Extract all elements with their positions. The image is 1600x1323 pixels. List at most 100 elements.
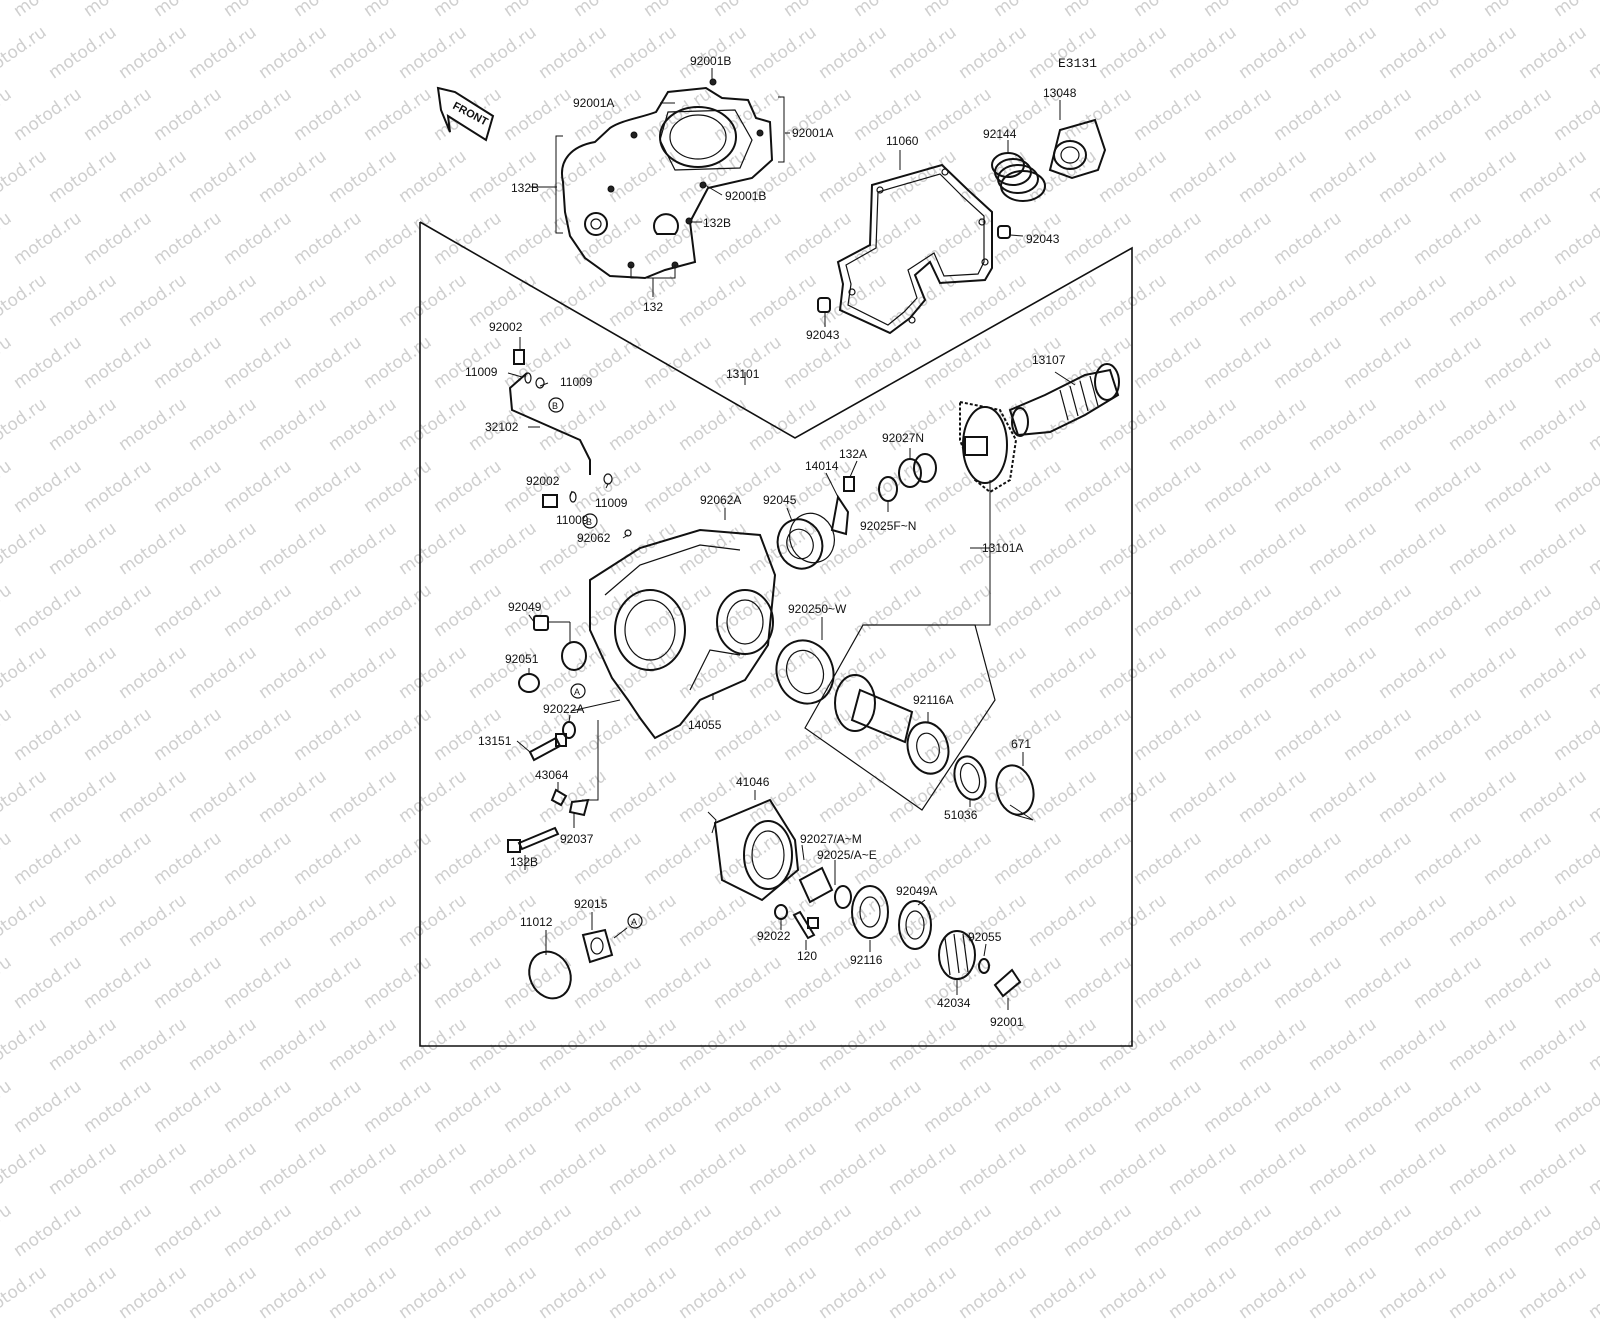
part-label: 51036 — [944, 808, 978, 822]
diagram-code: E3131 — [1058, 56, 1097, 71]
oil-pipe-32102 — [508, 349, 632, 537]
watermark-text: motod.ru — [1305, 1262, 1381, 1323]
circle-marker-b-2: B — [582, 513, 598, 529]
part-label: 11012 — [520, 915, 553, 929]
circle-marker-a-2: A — [627, 913, 643, 929]
leader-lines — [507, 68, 1076, 1010]
watermark-text: motod.ru — [1585, 1262, 1600, 1323]
part-label: 13107 — [1032, 353, 1066, 367]
stopper-14014 — [830, 476, 855, 536]
gear-case-cover — [561, 78, 774, 280]
watermark-text: motod.ru — [1165, 1262, 1241, 1323]
watermark-text: motod.ru — [1095, 1262, 1171, 1323]
part-label: 92049A — [896, 884, 937, 898]
part-label: 92001A — [792, 126, 833, 140]
part-label: 92116A — [913, 693, 953, 707]
part-label: 14055 — [688, 718, 722, 732]
watermark-text: motod.ru — [570, 1200, 646, 1262]
watermark-text: motod.ru — [360, 1200, 436, 1262]
drive-shaft-13107 — [1008, 363, 1120, 437]
part-label: 92022A — [543, 702, 584, 716]
watermark-text: motod.ru — [1375, 1262, 1451, 1323]
bearing-92027n — [898, 453, 937, 488]
watermark-text: motod.ru — [605, 1262, 681, 1323]
spline-42034 — [938, 930, 976, 980]
part-label: 13101 — [726, 367, 760, 381]
bearing-92116 — [851, 885, 889, 939]
bolt-132b — [507, 826, 560, 853]
pinion-gear-assembly — [804, 624, 996, 811]
watermark-text: motod.ru — [1235, 1262, 1311, 1323]
housing-41046 — [713, 798, 800, 902]
watermark-text: motod.ru — [150, 1200, 226, 1262]
o-ring-671 — [995, 764, 1035, 816]
watermark-text: motod.ru — [850, 1200, 926, 1262]
part-label: 92043 — [1026, 232, 1060, 246]
part-label: 92002 — [526, 474, 560, 488]
part-label: 92116 — [850, 953, 883, 967]
watermark-text: motod.ru — [1515, 1262, 1591, 1323]
part-label: 92001 — [990, 1015, 1024, 1029]
part-label: 92062 — [577, 531, 611, 545]
shim-51036 — [953, 755, 987, 801]
cap-11012 — [528, 950, 572, 1000]
part-label: 92037 — [560, 832, 594, 846]
part-label: 92001B — [690, 54, 731, 68]
gear-case-14055 — [589, 528, 777, 740]
part-label: 41046 — [736, 775, 770, 789]
circle-marker-b-1: B — [548, 397, 564, 413]
part-label: 11009 — [595, 496, 628, 510]
ring-gear-13107 — [959, 400, 1018, 494]
part-label: 132A — [839, 447, 867, 461]
watermark-text: motod.ru — [780, 1200, 856, 1262]
spring-92144 — [991, 152, 1046, 202]
watermark-text: motod.ru — [990, 1200, 1066, 1262]
watermark-text: motod.ru — [1025, 1262, 1101, 1323]
part-label: 92001A — [573, 96, 614, 110]
watermark-text: motod.ru — [710, 1200, 786, 1262]
o-ring-92055 — [978, 958, 990, 974]
part-label: 11009 — [560, 375, 593, 389]
part-label: 92027/A~M — [800, 832, 862, 846]
part-label: 11009 — [556, 513, 589, 527]
watermark-text: motod.ru — [500, 1200, 576, 1262]
breather-13151 — [528, 733, 567, 762]
watermark-text: motod.ru — [1480, 1200, 1556, 1262]
shim-gasket-920250 — [775, 639, 835, 705]
part-label: 92043 — [806, 328, 840, 342]
watermark-text: motod.ru — [0, 1262, 51, 1323]
nut-92049 — [533, 615, 549, 631]
watermark-text: motod.ru — [1445, 1262, 1521, 1323]
washer-92022 — [774, 904, 788, 920]
watermark-text: motod.ru — [1550, 1200, 1600, 1262]
front-arrow-sign: FRONT — [436, 86, 495, 142]
watermark-text: motod.ru — [430, 1200, 506, 1262]
watermark-text: motod.ru — [45, 1262, 121, 1323]
watermark-text: motod.ru — [290, 1200, 366, 1262]
part-label: 132B — [511, 181, 539, 195]
part-label: 920250~W — [788, 602, 847, 616]
watermark-text: motod.ru — [1130, 1200, 1206, 1262]
watermark-text: motod.ru — [115, 1262, 191, 1323]
watermark-text: motod.ru — [325, 1262, 401, 1323]
shim-92025f — [878, 476, 898, 502]
watermark-text: motod.ru — [745, 1262, 821, 1323]
part-label: 13048 — [1043, 86, 1077, 100]
watermark-text: motod.ru — [535, 1262, 611, 1323]
part-label: 32102 — [485, 420, 519, 434]
part-labels: 92001B 92001A 92001A 92001B 132B 132B 13… — [465, 54, 1077, 1029]
part-label: 92062A — [700, 493, 741, 507]
watermark-text: motod.ru — [465, 1262, 541, 1323]
watermark-text: motod.ru — [80, 1200, 156, 1262]
watermark-text: motod.ru — [220, 1200, 296, 1262]
watermark-text: motod.ru — [395, 1262, 471, 1323]
part-label: 13151 — [478, 734, 512, 748]
watermark-text: motod.ru — [0, 1200, 16, 1262]
part-label: 13101A — [982, 541, 1023, 555]
watermark-text: motod.ru — [255, 1262, 331, 1323]
watermark-text: motod.ru — [815, 1262, 891, 1323]
part-label: 92025F~N — [860, 519, 916, 533]
seal-92049a — [898, 900, 932, 950]
circle-marker-a-1: A — [570, 683, 586, 699]
part-label: 92001B — [725, 189, 766, 203]
